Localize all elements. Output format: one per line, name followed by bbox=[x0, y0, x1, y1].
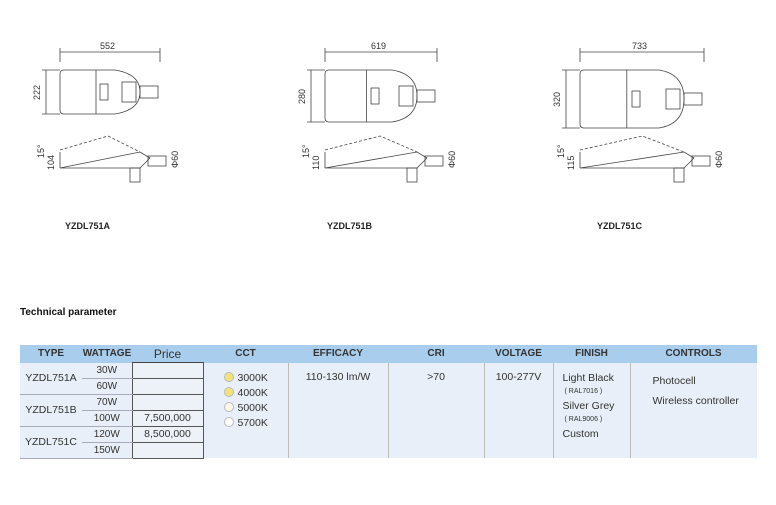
height-dim: 115 bbox=[566, 156, 576, 170]
finish-3: Custom bbox=[562, 427, 599, 440]
lamp-drawing: 619 280 15° 110 Φ60 bbox=[297, 41, 457, 183]
price-cell: 7,500,000 bbox=[131, 409, 204, 427]
price-cell bbox=[131, 362, 204, 379]
wattage-cell: 150W bbox=[82, 442, 132, 459]
width-dim: 280 bbox=[297, 89, 307, 104]
length-dim: 733 bbox=[632, 41, 647, 51]
tech-table: TYPE WATTAGE Price CCT EFFICACY CRI VOLT… bbox=[20, 345, 757, 459]
price-cell bbox=[131, 393, 204, 411]
wattage-cell: 120W bbox=[82, 426, 132, 443]
cct-item: 5000K bbox=[223, 401, 288, 416]
length-dim: 619 bbox=[371, 41, 386, 51]
th-voltage: VOLTAGE bbox=[484, 345, 553, 363]
width-dim: 320 bbox=[552, 92, 562, 107]
cct-label: 3000K bbox=[237, 371, 268, 384]
cct-label: 5000K bbox=[237, 401, 268, 414]
section-title: Technical parameter bbox=[20, 307, 117, 318]
width-dim: 222 bbox=[32, 85, 42, 100]
price-cell bbox=[131, 441, 204, 459]
diameter-dim: Φ60 bbox=[170, 151, 180, 168]
model-label: YZDL751A bbox=[65, 221, 111, 231]
cri-cell: >70 bbox=[387, 362, 484, 458]
lamp-drawing: 552 222 15° 104 Φ60 bbox=[32, 41, 180, 183]
model-label: YZDL751C bbox=[597, 221, 643, 231]
th-cct: CCT bbox=[203, 345, 288, 363]
svg-text:15°: 15° bbox=[301, 144, 311, 158]
wattage-cell: 70W bbox=[82, 394, 132, 411]
th-finish: FINISH bbox=[553, 345, 630, 363]
finish-2-code: ( RAL9006 ) bbox=[564, 415, 603, 423]
wattage-cell: 30W bbox=[82, 362, 132, 379]
control-2: Wireless controller bbox=[652, 394, 739, 407]
cct-label: 4000K bbox=[237, 386, 268, 399]
efficacy-cell: 110-130 lm/W bbox=[287, 362, 388, 458]
color-dot-icon bbox=[223, 386, 234, 397]
th-type: TYPE bbox=[20, 345, 82, 363]
type-cell: YZDL751A bbox=[20, 362, 82, 395]
color-dot-icon bbox=[223, 371, 234, 382]
cct-item: 4000K bbox=[223, 386, 288, 401]
finish-2: Silver Grey bbox=[562, 399, 615, 412]
cct-label: 5700K bbox=[237, 416, 268, 429]
voltage-cell: 100-277V bbox=[483, 362, 553, 458]
wattage-cell: 100W bbox=[82, 410, 132, 427]
cct-item: 3000K bbox=[223, 371, 288, 386]
type-cell: YZDL751C bbox=[20, 426, 82, 459]
cct-item: 5700K bbox=[223, 416, 288, 431]
th-efficacy: EFFICACY bbox=[288, 345, 388, 363]
svg-text:15°: 15° bbox=[36, 144, 46, 158]
th-wattage: WATTAGE bbox=[82, 345, 132, 363]
height-dim: 110 bbox=[311, 156, 321, 170]
price-cell: 8,500,000 bbox=[131, 425, 204, 443]
cct-cell: 3000K 4000K 5000K 5700K bbox=[203, 362, 288, 458]
finish-cell: Light Black ( RAL7016 ) Silver Grey ( RA… bbox=[552, 362, 630, 458]
type-cell: YZDL751B bbox=[20, 394, 82, 427]
finish-1-code: ( RAL7016 ) bbox=[564, 387, 603, 395]
lamp-drawing: 733 320 15° 115 Φ60 bbox=[552, 41, 724, 183]
th-controls: CONTROLS bbox=[630, 345, 757, 363]
svg-text:15°: 15° bbox=[556, 144, 566, 158]
price-cell bbox=[131, 377, 204, 395]
diameter-dim: Φ60 bbox=[447, 151, 457, 168]
color-dot-icon bbox=[223, 401, 234, 412]
wattage-cell: 60W bbox=[82, 378, 132, 395]
finish-1: Light Black bbox=[562, 371, 614, 384]
th-cri: CRI bbox=[388, 345, 484, 363]
color-dot-icon bbox=[223, 416, 234, 427]
length-dim: 552 bbox=[100, 41, 115, 51]
control-1: Photocell bbox=[652, 374, 696, 387]
model-label: YZDL751B bbox=[327, 221, 373, 231]
th-price: Price bbox=[132, 345, 203, 363]
diameter-dim: Φ60 bbox=[714, 151, 724, 168]
controls-cell: Photocell Wireless controller bbox=[629, 362, 757, 458]
height-dim: 104 bbox=[46, 155, 56, 170]
